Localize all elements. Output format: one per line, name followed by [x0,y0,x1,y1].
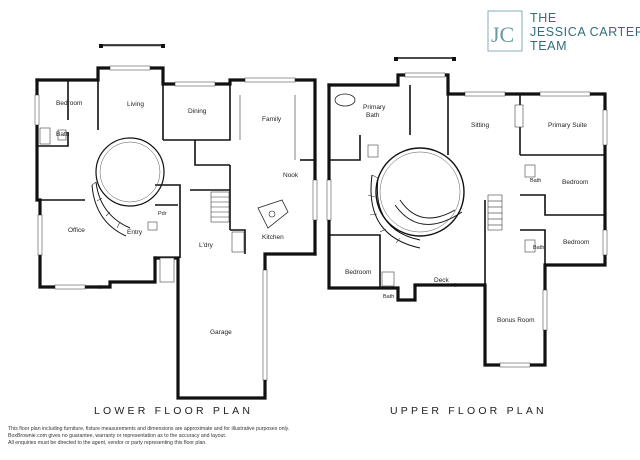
bath-c-fixture [381,271,395,287]
room-label-bath-a: Bath [530,178,541,184]
room-label-bedroom-a: Bedroom [562,179,588,186]
team-logo: JC THE JESSICA CARTER TEAM [487,10,640,53]
upper-rotunda [367,147,503,249]
room-label-family: Family [262,116,282,123]
room-label-entry: Entry [127,229,143,236]
room-label-deck: Deck [434,277,450,284]
room-label-primary-suite: Primary Suite [548,122,587,129]
room-label-bonus-room: Bonus Room [497,317,535,324]
logo-line-3: TEAM [530,39,567,53]
kitchen-island [257,199,289,229]
upper-floor-walls [327,57,607,367]
lower-room-labels: Bedroom Bath Living Dining Family Nook O… [56,100,299,336]
room-label-office: Office [68,227,85,234]
room-label-pdr: Pdr [158,211,167,217]
upper-windows [326,72,608,368]
room-label-bedroom-b: Bedroom [563,239,589,246]
upper-room-labels: Primary Bath Sitting Primary Suite Bath … [345,104,589,324]
disclaimer: This floor plan including furniture, fix… [8,426,289,446]
room-label-garage: Garage [210,329,232,336]
disclaimer-line-2: BoxBrownie.com gives no guarantee, warra… [8,433,226,439]
lower-toilet [57,129,67,141]
lower-fixtures [39,95,296,283]
room-label-nook: Nook [283,172,299,179]
room-label-bedroom-c: Bedroom [345,269,371,276]
sitting-furniture [514,104,524,128]
room-label-bath-b: Bath [533,245,544,251]
lower-bathtub [39,127,51,145]
room-label-dining: Dining [188,108,207,115]
disclaimer-line-1: This floor plan including furniture, fix… [8,426,289,432]
room-label-primary-bath-line1: Primary [363,104,386,111]
bath-a-fixture [524,164,536,178]
laundry-machines [159,257,175,283]
room-label-bath: Bath [56,131,70,138]
lower-floor-plan: Bedroom Bath Living Dining Family Nook O… [34,44,318,417]
primary-toilet [367,144,379,158]
powder-toilet [147,221,158,231]
lower-rotunda [91,137,165,237]
bath-b-fixture [524,239,536,253]
room-label-laundry: L'dry [199,242,214,249]
logo-line-1: THE [530,11,557,25]
logo-monogram: JC [491,22,514,47]
upper-floor-title: UPPER FLOOR PLAN [390,405,547,417]
upper-fixtures [334,93,536,287]
logo-line-2: JESSICA CARTER [530,25,640,39]
upper-stair [487,194,503,231]
freestanding-tub [334,93,356,107]
lower-floor-title: LOWER FLOOR PLAN [94,405,253,417]
room-label-bedroom: Bedroom [56,100,82,107]
room-label-living: Living [127,101,144,108]
upper-floor-plan: Primary Bath Sitting Primary Suite Bath … [326,57,608,417]
room-label-kitchen: Kitchen [262,234,284,241]
disclaimer-line-3: All enquiries must be directed to the ag… [8,440,207,446]
room-label-primary-bath-line2: Bath [366,112,380,119]
logo-frame [487,10,523,52]
kitchen-range [231,231,245,253]
room-label-bath-c: Bath [383,294,394,300]
room-label-sitting: Sitting [471,122,489,129]
lower-windows [34,65,318,381]
